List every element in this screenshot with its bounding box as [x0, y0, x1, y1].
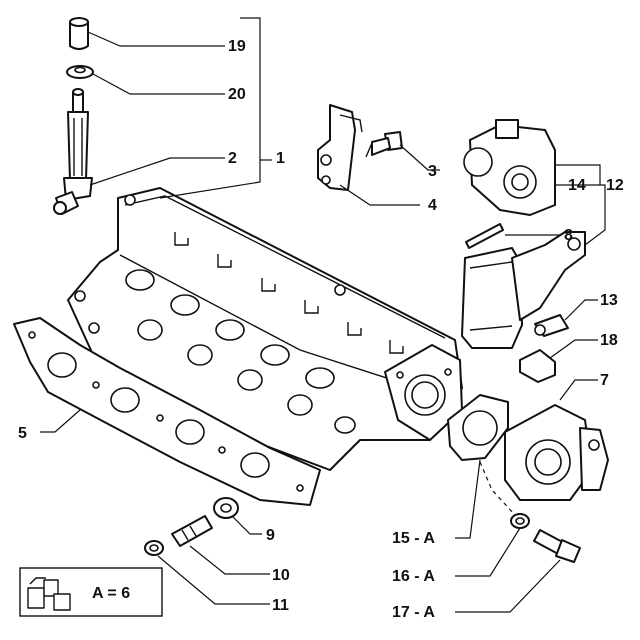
runner-ports [125, 269, 356, 434]
part-9-plug [213, 497, 239, 519]
callout-17-a: 17 - A [392, 604, 435, 621]
callout-4: 4 [428, 197, 437, 214]
callout-5: 5 [18, 425, 27, 442]
callout-labels: 19 20 2 1 3 4 14 12 8 13 18 7 5 9 10 11 … [18, 38, 624, 621]
callout-15-a: 15 - A [392, 530, 435, 547]
callout-13: 13 [600, 292, 618, 309]
callout-1: 1 [276, 150, 285, 167]
part-10-stud [171, 515, 213, 547]
parts-kit-icon [27, 577, 71, 611]
mounting-bosses [74, 194, 346, 334]
callout-16-a: 16 - A [392, 568, 435, 585]
callout-18: 18 [600, 332, 618, 349]
part-14-egr-valve [463, 119, 556, 216]
callout-10: 10 [272, 567, 290, 584]
part-12-cooler [461, 231, 586, 349]
part-2-sensor [53, 88, 93, 215]
part-16-washer [510, 513, 530, 529]
part-17-bolt [533, 529, 581, 563]
part-5-gasket [13, 317, 321, 506]
callout-20: 20 [228, 86, 246, 103]
part-15-gasket [447, 394, 509, 461]
callout-3: 3 [428, 163, 437, 180]
part-7-throttle-body [504, 404, 609, 501]
legend-text: A = 6 [92, 585, 130, 602]
manifold-tabs [174, 232, 404, 354]
part-19-cap [69, 17, 89, 50]
callout-7: 7 [600, 372, 609, 389]
part-13-sensor [534, 314, 569, 337]
callout-19: 19 [228, 38, 246, 55]
legend: A = 6 [19, 567, 163, 617]
callout-9: 9 [266, 527, 275, 544]
callout-12: 12 [606, 177, 624, 194]
part-18-cover [519, 349, 556, 383]
part-20-clip [66, 65, 94, 79]
part-8-pin [465, 223, 504, 249]
leader-lines [40, 17, 606, 613]
callout-2: 2 [228, 150, 237, 167]
callout-8: 8 [564, 227, 573, 244]
part-3-bolt [365, 131, 403, 158]
part-4-bracket [317, 104, 363, 191]
part-11-washer [144, 540, 164, 556]
callout-14: 14 [568, 177, 586, 194]
callout-11: 11 [272, 597, 289, 614]
